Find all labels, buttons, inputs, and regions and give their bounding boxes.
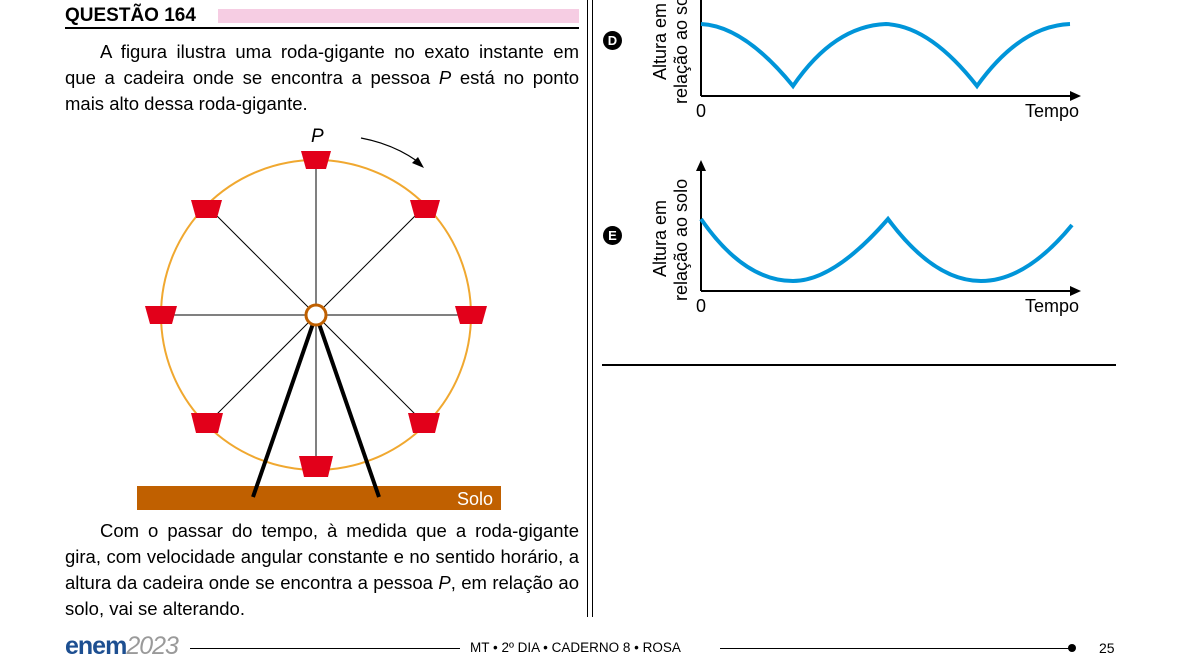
column-divider-right: [592, 0, 593, 617]
seat-bottom-left: [191, 413, 223, 433]
option-e-origin: 0: [696, 296, 706, 316]
body-text: Com o passar do tempo, à medida que a ro…: [65, 520, 579, 593]
person-label: P: [311, 126, 324, 147]
question-title: QUESTÃO 164: [65, 5, 196, 26]
body-person-var: P: [438, 572, 451, 593]
seat-top-left: [191, 200, 222, 218]
option-e-letter: E: [603, 226, 622, 245]
seat-top: [301, 151, 331, 169]
footer-rule-right: [720, 648, 1070, 649]
option-d-x-arrow: [1070, 91, 1081, 101]
option-d-origin: 0: [696, 101, 706, 121]
option-e-graph: Altura em relação ao solo 0 Tempo: [650, 160, 1081, 316]
option-d-ylabel-line1: Altura em: [650, 3, 670, 80]
ground-label: Solo: [457, 489, 493, 509]
seat-bottom: [299, 456, 333, 477]
logo-year: 2023: [126, 632, 179, 660]
enem-logo: enem2023: [65, 632, 179, 660]
footer-center-text: MT • 2º DIA • CADERNO 8 • ROSA: [470, 640, 681, 655]
option-d-letter: D: [603, 31, 622, 50]
footer-rule-left: [190, 648, 460, 649]
footer-dot: [1068, 644, 1076, 652]
rotation-arrowhead: [412, 157, 424, 168]
option-e-ylabel-line2: relação ao solo: [671, 179, 691, 301]
section-divider: [602, 364, 1116, 366]
column-divider-left: [587, 0, 588, 617]
option-e-ylabel-line1: Altura em: [650, 200, 670, 277]
option-d-ylabel: Altura em relação ao solo: [650, 0, 691, 104]
option-e-xlabel: Tempo: [1025, 296, 1079, 316]
option-d-graph: Altura em relação ao solo 0 Tempo: [650, 0, 1081, 121]
seat-right: [455, 306, 487, 324]
logo-enem: enem: [65, 632, 127, 660]
option-e-curve: [699, 215, 1074, 284]
seat-bottom-right: [408, 413, 440, 433]
option-e-y-arrow: [696, 160, 706, 171]
seat-top-right: [410, 200, 440, 218]
intro-text: A figura ilustra uma roda-gigante no exa…: [65, 41, 579, 88]
option-d-xlabel: Tempo: [1025, 101, 1079, 121]
intro-text-end: está no ponto mais alto dessa roda-gigan…: [65, 67, 579, 114]
question-header: QUESTÃO 164: [65, 5, 579, 29]
ground-bar: [137, 486, 501, 510]
seat-left: [145, 306, 177, 324]
question-body: Com o passar do tempo, à medida que a ro…: [65, 518, 579, 622]
question-header-bar: [218, 9, 579, 23]
page-footer: enem2023 MT • 2º DIA • CADERNO 8 • ROSA …: [0, 630, 1182, 660]
option-d-ylabel-line2: relação ao solo: [671, 0, 691, 104]
option-d-curve: [700, 21, 1071, 90]
question-intro: A figura ilustra uma roda-gigante no exa…: [65, 39, 579, 117]
page-number: 25: [1099, 640, 1115, 656]
support-legs: [251, 314, 381, 498]
wheel-hub: [304, 303, 328, 327]
body-text-end: , em relação ao solo, vai se alterando.: [65, 572, 579, 619]
ferris-wheel-figure: Solo P: [137, 126, 501, 510]
option-e-x-arrow: [1070, 286, 1081, 296]
option-e-ylabel: Altura em relação ao solo: [650, 179, 691, 301]
rotation-arrow: [360, 137, 418, 162]
wheel-seats: [145, 151, 487, 477]
intro-person-var: P: [438, 67, 452, 88]
